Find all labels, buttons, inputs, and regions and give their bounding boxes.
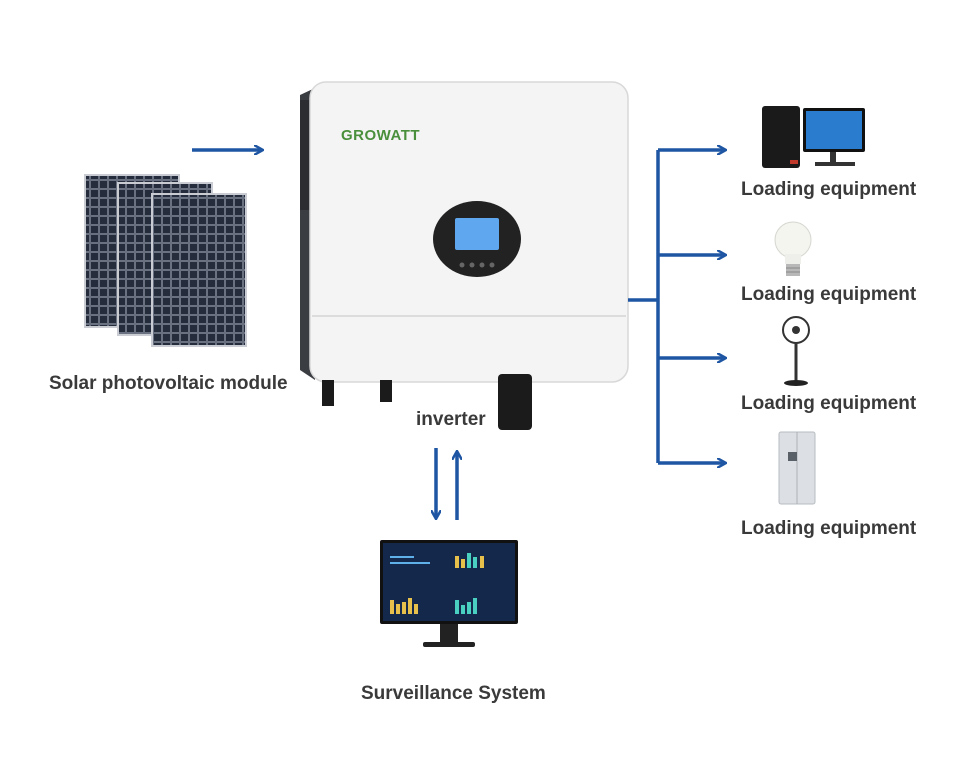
refrigerator-icon (778, 431, 816, 505)
inverter-label: inverter (416, 409, 486, 430)
solar-module-label: Solar photovoltaic module (49, 373, 288, 394)
load-label-3: Loading equipment (741, 393, 917, 414)
load-label-2: Loading equipment (741, 284, 917, 305)
lightbulb-icon (774, 221, 812, 276)
solar-panels-icon (84, 174, 247, 347)
inverter-brand: GROWATT (341, 127, 420, 144)
load-label-1: Loading equipment (741, 179, 917, 200)
monitor-icon (380, 540, 518, 647)
load-distribution-arrows (628, 150, 725, 463)
fan-icon (782, 316, 810, 386)
inverter-icon: GROWATT (300, 81, 629, 430)
surveillance-system-label: Surveillance System (361, 683, 546, 704)
load-label-4: Loading equipment (741, 518, 917, 539)
computer-icon (762, 106, 865, 168)
